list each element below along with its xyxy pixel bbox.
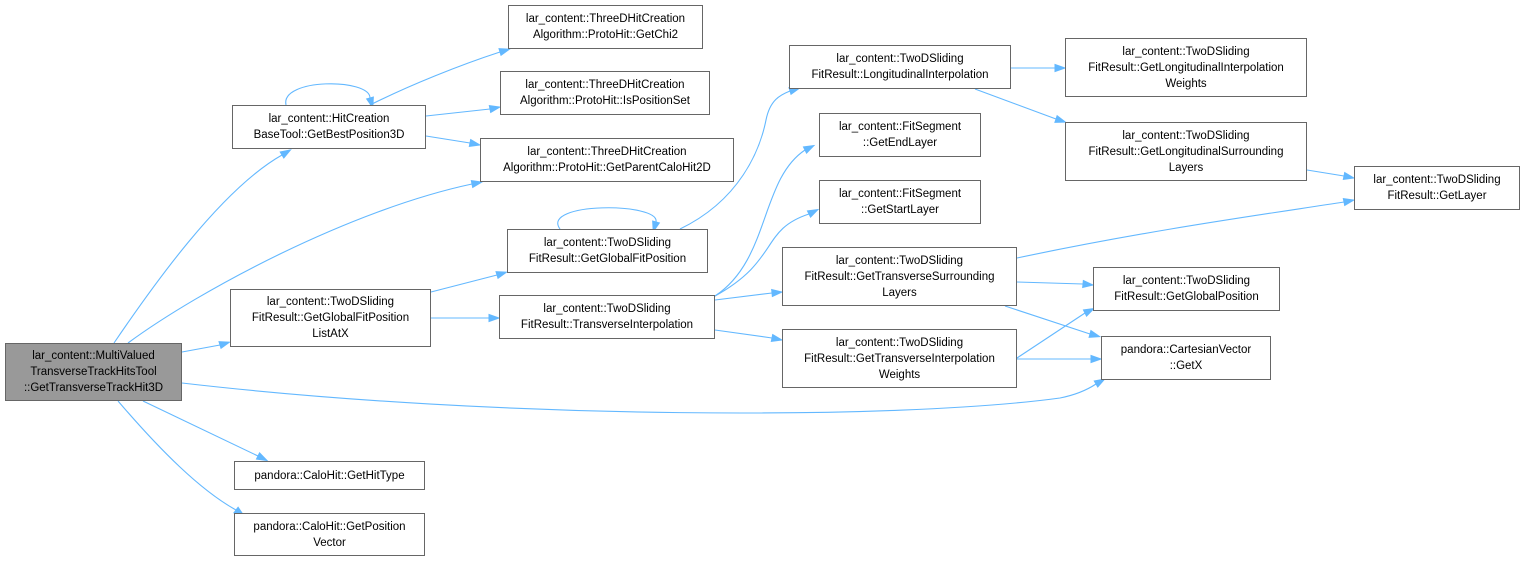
node-cartesian-vector-get-x[interactable]: pandora::CartesianVector ::GetX [1101, 336, 1271, 380]
arrowhead [652, 220, 661, 234]
node-label: lar_content::FitSegment ::GetEndLayer [838, 121, 962, 149]
arrowhead [1088, 329, 1102, 338]
node-get-transverse-track-hit-3d: lar_content::MultiValued TransverseTrack… [5, 343, 182, 401]
node-label: lar_content::TwoDSliding FitResult::GetL… [1088, 129, 1284, 174]
arrowhead [218, 341, 232, 350]
call-edge [117, 400, 237, 511]
node-label: pandora::CartesianVector ::GetX [1120, 344, 1252, 372]
call-edge [425, 135, 471, 144]
arrowhead [279, 149, 292, 159]
arrowhead [498, 48, 512, 57]
node-get-start-layer[interactable]: lar_content::FitSegment ::GetStartLayer [819, 180, 981, 224]
arrowhead [771, 288, 784, 298]
call-edge [181, 344, 221, 353]
arrowhead [1054, 63, 1067, 73]
call-edge [714, 149, 806, 297]
arrowhead [1054, 114, 1067, 123]
arrowhead [470, 179, 484, 189]
node-label: lar_content::TwoDSliding FitResult::GetG… [251, 296, 410, 340]
arrowhead [488, 313, 501, 323]
arrowhead [806, 208, 820, 218]
node-get-longitudinal-surrounding-layers[interactable]: lar_content::TwoDSliding FitResult::GetL… [1065, 122, 1307, 181]
node-longitudinal-interpolation[interactable]: lar_content::TwoDSliding FitResult::Long… [789, 45, 1011, 89]
call-edge [425, 108, 491, 117]
arrowhead [1093, 378, 1106, 388]
arrowhead [770, 333, 784, 343]
call-edge [714, 292, 773, 301]
arrowhead [1090, 354, 1103, 364]
node-get-global-position[interactable]: lar_content::TwoDSliding FitResult::GetG… [1093, 267, 1280, 311]
call-edge [1016, 281, 1084, 285]
call-edge [142, 400, 259, 457]
arrowhead [1342, 197, 1356, 207]
node-get-chi2[interactable]: lar_content::ThreeDHitCreation Algorithm… [508, 5, 703, 49]
node-label: lar_content::TwoDSliding FitResult::GetT… [804, 336, 995, 381]
node-transverse-interpolation[interactable]: lar_content::TwoDSliding FitResult::Tran… [499, 295, 715, 339]
arrowhead [468, 138, 482, 148]
node-label: lar_content::FitSegment ::GetStartLayer [838, 188, 962, 216]
arrowhead [1082, 307, 1096, 317]
arrowhead [802, 144, 816, 154]
node-get-global-fit-position[interactable]: lar_content::TwoDSliding FitResult::GetG… [507, 229, 708, 273]
node-label: pandora::CaloHit::GetHitType [254, 469, 405, 482]
call-edge [285, 83, 371, 106]
node-label: lar_content::HitCreation BaseTool::GetBe… [253, 113, 405, 141]
node-get-parent-calo-hit-2d[interactable]: lar_content::ThreeDHitCreation Algorithm… [480, 138, 734, 182]
arrowhead [488, 104, 502, 114]
call-edge [1004, 305, 1091, 335]
arrowhead [1082, 279, 1095, 289]
node-label: lar_content::ThreeDHitCreation Algorithm… [519, 79, 690, 107]
node-get-transverse-surrounding-layers[interactable]: lar_content::TwoDSliding FitResult::GetT… [782, 247, 1017, 306]
call-edge [369, 51, 501, 106]
node-label: lar_content::TwoDSliding FitResult::GetL… [1088, 45, 1284, 90]
node-get-end-layer[interactable]: lar_content::FitSegment ::GetEndLayer [819, 113, 981, 157]
call-edge [714, 213, 810, 297]
call-edge [679, 90, 791, 230]
node-label: pandora::CaloHit::GetPosition Vector [253, 520, 406, 549]
node-label: lar_content::TwoDSliding FitResult::Tran… [520, 303, 694, 331]
node-get-best-position-3d[interactable]: lar_content::HitCreation BaseTool::GetBe… [232, 105, 426, 149]
call-edge [1306, 169, 1345, 177]
node-label: lar_content::ThreeDHitCreation Algorithm… [503, 146, 711, 174]
node-label: lar_content::ThreeDHitCreation Algorithm… [525, 13, 686, 41]
node-get-transverse-interpolation-weights[interactable]: lar_content::TwoDSliding FitResult::GetT… [782, 329, 1017, 388]
call-edge [557, 207, 657, 230]
node-get-global-fit-position-list-at-x[interactable]: lar_content::TwoDSliding FitResult::GetG… [230, 289, 431, 347]
node-label: lar_content::TwoDSliding FitResult::GetG… [528, 237, 687, 265]
node-label: lar_content::TwoDSliding FitResult::Long… [811, 53, 989, 81]
call-edge [1016, 312, 1086, 359]
node-is-position-set[interactable]: lar_content::ThreeDHitCreation Algorithm… [500, 71, 710, 115]
call-edge [1016, 201, 1345, 259]
node-get-layer[interactable]: lar_content::TwoDSliding FitResult::GetL… [1354, 166, 1520, 210]
call-edge [127, 183, 473, 344]
arrowhead [1342, 171, 1356, 181]
node-get-position-vector[interactable]: pandora::CaloHit::GetPosition Vector [234, 513, 425, 556]
call-edge [974, 88, 1057, 120]
node-label: lar_content::TwoDSliding FitResult::GetT… [804, 254, 995, 299]
arrowhead [255, 452, 269, 462]
arrowhead [365, 96, 374, 110]
node-label: lar_content::TwoDSliding FitResult::GetL… [1373, 174, 1501, 202]
call-edge [113, 154, 283, 344]
call-edge [714, 329, 773, 339]
node-label: lar_content::TwoDSliding FitResult::GetG… [1114, 275, 1259, 303]
call-edge [430, 274, 498, 293]
node-get-longitudinal-interpolation-weights[interactable]: lar_content::TwoDSliding FitResult::GetL… [1065, 38, 1307, 97]
arrowhead [495, 271, 509, 280]
node-label: lar_content::MultiValued TransverseTrack… [23, 350, 164, 394]
node-get-hit-type[interactable]: pandora::CaloHit::GetHitType [234, 461, 425, 490]
call-edge [181, 382, 1097, 414]
